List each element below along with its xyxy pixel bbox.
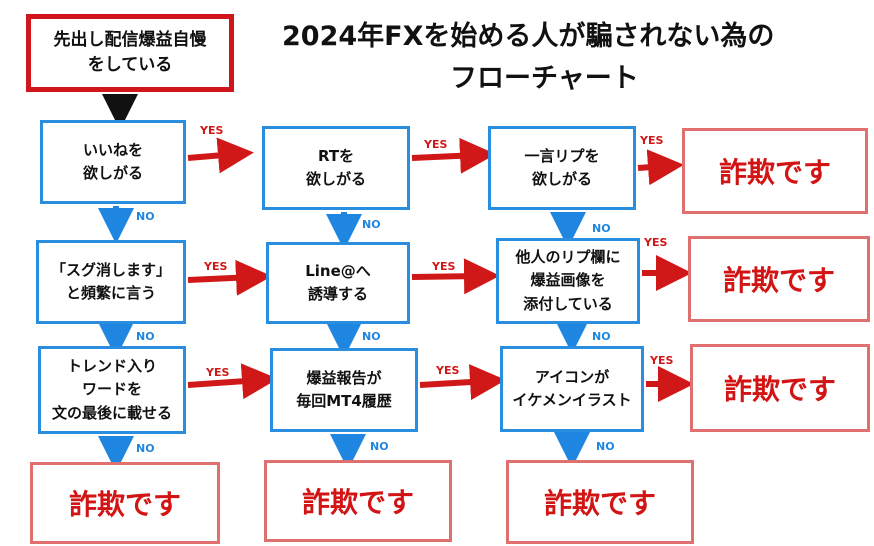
yes-label: YES — [432, 260, 456, 273]
fraud-result-bottom-2: 詐欺です — [264, 460, 452, 542]
question-r1-c2: RTを 欲しがる — [262, 126, 410, 210]
fraud-result-bottom-1: 詐欺です — [30, 462, 220, 544]
no-label: NO — [592, 222, 611, 235]
yes-label: YES — [650, 354, 674, 367]
yes-label: YES — [640, 134, 664, 147]
no-label: NO — [136, 442, 155, 455]
yes-label: YES — [206, 366, 230, 379]
yes-label: YES — [436, 364, 460, 377]
yes-arrow-r2-1 — [187, 259, 272, 296]
question-r1-c1: いいねを 欲しがる — [40, 120, 186, 204]
question-r3-c3: アイコンが イケメンイラスト — [500, 346, 644, 432]
no-label: NO — [362, 330, 381, 343]
no-label: NO — [362, 218, 381, 231]
yes-label: YES — [200, 124, 224, 137]
chart-title-line1: 2024年FXを始める人が騙されない為の — [282, 21, 775, 52]
yes-arrow-r2-2 — [411, 258, 500, 295]
no-label: NO — [136, 330, 155, 343]
yes-arrow-r1-3 — [637, 149, 684, 186]
question-r2-c1: 「スグ消します」 と頻繁に言う — [36, 240, 186, 324]
fraud-result-bottom-3: 詐欺です — [506, 460, 694, 544]
yes-arrow-r1-1 — [187, 137, 254, 174]
fraud-result-r3: 詐欺です — [690, 344, 870, 432]
question-r2-c2: Line@へ 誘導する — [266, 242, 410, 324]
yes-arrow-r3-2 — [419, 364, 506, 401]
start-box: 先出し配信爆益自慢 をしている — [26, 14, 234, 92]
yes-label: YES — [644, 236, 668, 249]
fraud-result-r1: 詐欺です — [682, 128, 868, 214]
fraud-result-r2: 詐欺です — [688, 236, 870, 322]
question-r1-c3: 一言リプを 欲しがる — [488, 126, 636, 210]
question-r3-c1: トレンド入り ワードを 文の最後に載せる — [38, 346, 186, 434]
no-label: NO — [136, 210, 155, 223]
no-label: NO — [592, 330, 611, 343]
yes-label: YES — [424, 138, 448, 151]
no-label: NO — [370, 440, 389, 453]
no-label: NO — [596, 440, 615, 453]
question-r2-c3: 他人のリプ欄に 爆益画像を 添付している — [496, 238, 640, 324]
question-r3-c2: 爆益報告が 毎回MT4履歴 — [270, 348, 418, 432]
start-text: 先出し配信爆益自慢 をしている — [53, 29, 207, 76]
chart-title-line2: フローチャート — [450, 63, 639, 94]
yes-arrow-r3-1 — [187, 363, 278, 400]
yes-arrow-r1-2 — [411, 137, 496, 174]
yes-label: YES — [204, 260, 228, 273]
